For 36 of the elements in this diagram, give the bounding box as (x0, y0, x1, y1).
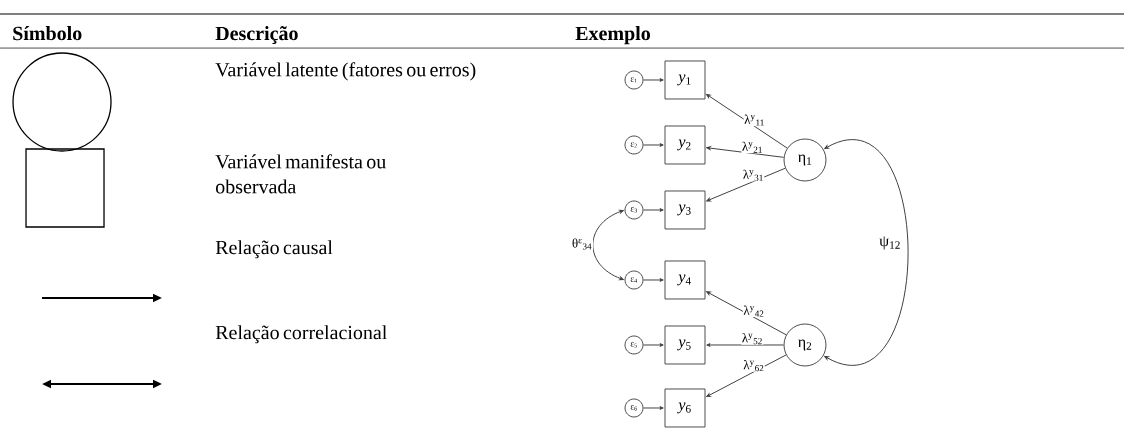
edge-label: λ$^{y}$31 (742, 169, 765, 182)
edge-label: λ$^{y}$62 (742, 359, 765, 372)
arrow (706, 291, 787, 336)
edge-label: ψ$_{12}$ (878, 235, 902, 251)
description-text: Variável manifesta ou observada (215, 154, 386, 194)
arrow (592, 209, 624, 281)
column-header: Exemplo (575, 26, 650, 45)
arrow (643, 343, 664, 347)
arrow (706, 343, 784, 347)
edge-label: λ$^{y}$52 (741, 332, 764, 345)
arrow (706, 146, 785, 158)
edge-label: θ$^{ε}$34 (570, 237, 594, 251)
description-text: Variável latente (fatores ou erros) (215, 62, 476, 81)
square-symbol (25, 148, 105, 228)
arrow (643, 78, 664, 82)
observed-box: y$_{3}$ (664, 190, 706, 230)
arrow (643, 208, 664, 212)
description-text: Relação causal (215, 240, 333, 259)
circle-symbol (12, 52, 112, 152)
column-header: Descrição (215, 26, 298, 45)
arrow (643, 406, 664, 410)
arrow (706, 167, 786, 202)
edge-label: λ$^{y}$11 (743, 114, 766, 127)
observed-box: y$_{5}$ (664, 325, 706, 365)
description-text: Relação correlacional (215, 325, 387, 344)
arrow (706, 354, 787, 398)
arrow (643, 278, 664, 282)
edge-label: λ$^{y}$21 (741, 141, 764, 154)
observed-box: y$_{1}$ (664, 60, 706, 100)
arrow (706, 93, 788, 149)
arrow (824, 139, 909, 366)
observed-box: y$_{2}$ (664, 125, 706, 165)
arrow (643, 143, 664, 147)
observed-box: y$_{4}$ (664, 260, 706, 300)
edge-label: λ$^{y}$42 (742, 305, 765, 318)
observed-box: y$_{6}$ (664, 388, 706, 428)
